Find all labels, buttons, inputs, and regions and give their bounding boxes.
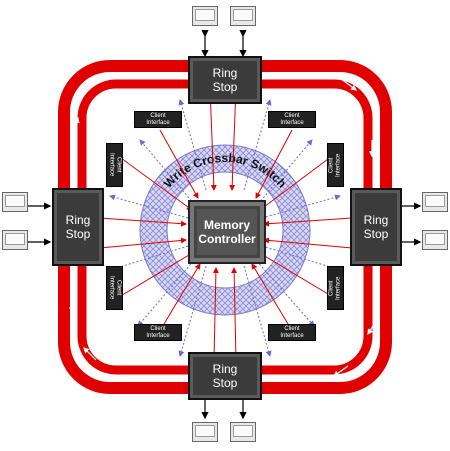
client-interface-left-bottom-line1: Client <box>115 280 122 296</box>
ring-stop-right-line1: Ring <box>363 213 389 227</box>
client-interface-top-right: Client Interface <box>268 111 316 128</box>
ring-stop-left-line1: Ring <box>65 213 91 227</box>
ring-stop-top: Ring Stop <box>188 56 262 104</box>
ring-direction-arrows <box>69 77 379 377</box>
client-interface-bottom-right-line2: Interface <box>280 332 304 339</box>
memory-controller-line1: Memory <box>203 218 250 232</box>
client-interface-bottom-left: Client Interface <box>134 324 182 341</box>
client-interface-right-bottom-line1: Client <box>328 280 335 296</box>
client-interface-left-bottom: Client Interface <box>106 266 123 310</box>
client-interface-left-bottom-line2: Interface <box>108 276 115 300</box>
ring-stop-bottom-line2: Stop <box>212 376 238 390</box>
client-interface-bottom-left-line2: Interface <box>146 332 170 339</box>
device-bottom-right <box>230 422 256 442</box>
client-interface-top-right-line1: Client <box>284 112 300 119</box>
client-interface-bottom-right-line1: Client <box>284 325 300 332</box>
ring-stop-right-line2: Stop <box>363 227 389 241</box>
client-interface-bottom-left-line1: Client <box>150 325 166 332</box>
device-left-bottom <box>2 230 28 250</box>
device-bottom-left <box>192 422 218 442</box>
client-interface-top-left-line2: Interface <box>146 119 170 126</box>
device-right-bottom <box>422 230 448 250</box>
client-interface-right-bottom-line2: Interface <box>335 276 342 300</box>
client-interface-left-top-line2: Interface <box>108 153 115 177</box>
device-connectors <box>22 30 422 420</box>
client-interface-right-top-line1: Client <box>328 157 335 173</box>
client-interface-right-bottom: Client Interface <box>327 266 344 310</box>
ring-stop-right: Ring Stop <box>350 188 402 266</box>
client-interface-top-right-line2: Interface <box>280 119 304 126</box>
ring-stop-top-line2: Stop <box>212 80 238 94</box>
client-interface-top-left: Client Interface <box>134 111 182 128</box>
client-interface-right-top-line2: Interface <box>335 153 342 177</box>
memory-controller-line2: Controller <box>198 232 256 246</box>
ring-stop-top-line1: Ring <box>212 66 238 80</box>
client-interface-right-top: Client Interface <box>327 143 344 187</box>
memory-controller: Memory Controller <box>188 200 266 264</box>
ring-stop-bottom: Ring Stop <box>188 352 262 400</box>
device-top-right <box>230 6 256 26</box>
device-left-top <box>2 192 28 212</box>
ring-stop-left: Ring Stop <box>52 188 104 266</box>
client-interface-left-top-line1: Client <box>115 157 122 173</box>
red-radial-arrows <box>99 87 353 361</box>
device-top-left <box>192 6 218 26</box>
client-interface-bottom-right: Client Interface <box>268 324 316 341</box>
device-right-top <box>422 192 448 212</box>
ring-stop-bottom-line1: Ring <box>212 362 238 376</box>
client-interface-top-left-line1: Client <box>150 112 166 119</box>
client-interface-left-top: Client Interface <box>106 143 123 187</box>
ring-stop-left-line2: Stop <box>65 227 91 241</box>
